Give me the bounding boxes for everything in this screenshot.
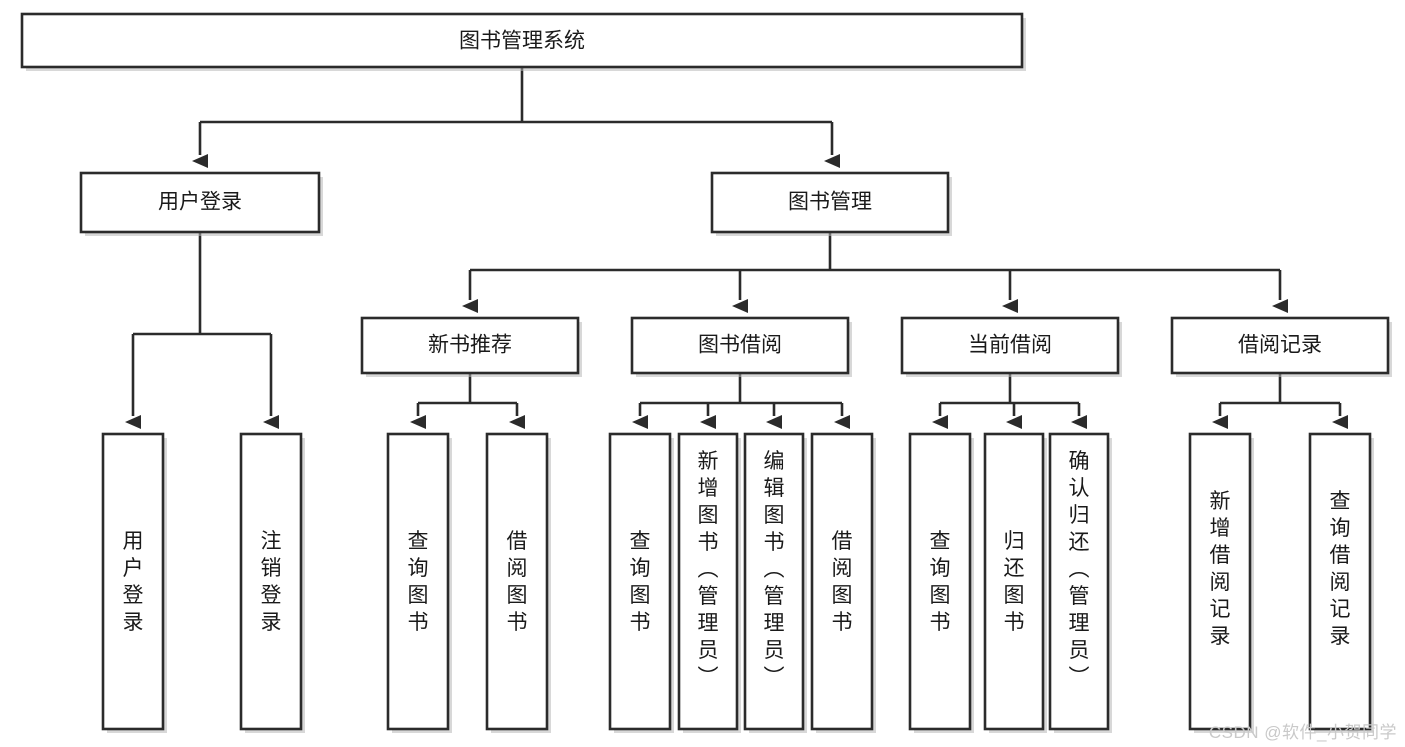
connector-book-mgmt-to-level3: [462, 232, 1288, 313]
node-label-leaf-user-login: 用户登录: [123, 530, 144, 634]
connector-root-to-level2: [192, 67, 840, 168]
node-label-borrow-record: 借阅记录: [1238, 334, 1322, 357]
node-label-leaf-query-borrow-record: 查询借阅记录: [1330, 490, 1351, 648]
node-label-new-book-recommend: 新书推荐: [428, 334, 512, 357]
connector-user-login-to-leaves: [125, 232, 279, 429]
node-leaf-edit-book-admin[interactable]: 编辑图书︵管理员︶: [743, 432, 807, 733]
node-label-leaf-query-book-1: 查询图书: [408, 530, 429, 634]
node-leaf-user-login[interactable]: 用户登录: [101, 432, 167, 733]
node-root-book-management-system[interactable]: 图书管理系统: [20, 12, 1026, 71]
node-book-borrow[interactable]: 图书借阅: [630, 316, 852, 377]
node-leaf-add-book-admin[interactable]: 新增图书︵管理员︶: [677, 432, 741, 733]
node-label-leaf-logout: 注销登录: [261, 530, 282, 634]
node-label-leaf-return-book: 归还图书: [1004, 530, 1025, 634]
node-leaf-logout[interactable]: 注销登录: [239, 432, 305, 733]
node-leaf-query-book-1[interactable]: 查询图书: [386, 432, 452, 733]
node-label-leaf-confirm-return-admin: 确认归还︵管理员︶: [1069, 450, 1090, 689]
node-leaf-query-book-3[interactable]: 查询图书: [908, 432, 974, 733]
node-leaf-borrow-book-1[interactable]: 借阅图书: [485, 432, 551, 733]
node-label-leaf-borrow-book-2: 借阅图书: [832, 530, 853, 634]
node-label-book-management: 图书管理: [788, 191, 872, 214]
node-label-book-borrow: 图书借阅: [698, 334, 782, 357]
connector-borrow-to-leaves: [632, 373, 850, 429]
node-leaf-confirm-return-admin[interactable]: 确认归还︵管理员︶: [1048, 432, 1112, 733]
node-leaf-query-borrow-record[interactable]: 查询借阅记录: [1308, 432, 1374, 733]
node-leaf-query-book-2[interactable]: 查询图书: [608, 432, 674, 733]
node-new-book-recommend[interactable]: 新书推荐: [360, 316, 582, 377]
node-leaf-add-borrow-record[interactable]: 新增借阅记录: [1188, 432, 1254, 733]
node-label-leaf-borrow-book-1: 借阅图书: [507, 530, 528, 634]
node-current-borrow[interactable]: 当前借阅: [900, 316, 1122, 377]
node-label-leaf-query-book-2: 查询图书: [630, 530, 651, 634]
node-leaf-borrow-book-2[interactable]: 借阅图书: [810, 432, 876, 733]
node-leaf-return-book[interactable]: 归还图书: [983, 432, 1047, 733]
connector-borrow-record-to-leaves: [1212, 373, 1348, 429]
node-label-leaf-query-book-3: 查询图书: [930, 530, 951, 634]
connector-layer: [125, 67, 1348, 429]
node-label-current-borrow: 当前借阅: [968, 334, 1052, 357]
node-user-login[interactable]: 用户登录: [79, 171, 323, 236]
connector-current-borrow-to-leaves: [932, 373, 1087, 429]
node-book-management[interactable]: 图书管理: [710, 171, 952, 236]
node-label-leaf-edit-book-admin: 编辑图书︵管理员︶: [764, 450, 785, 689]
node-label-user-login: 用户登录: [158, 191, 242, 214]
node-label-leaf-add-borrow-record: 新增借阅记录: [1210, 490, 1231, 648]
node-label-root: 图书管理系统: [459, 30, 585, 53]
connector-new-book-to-leaves: [410, 373, 525, 429]
node-borrow-record[interactable]: 借阅记录: [1170, 316, 1392, 377]
node-label-leaf-add-book-admin: 新增图书︵管理员︶: [698, 450, 719, 689]
